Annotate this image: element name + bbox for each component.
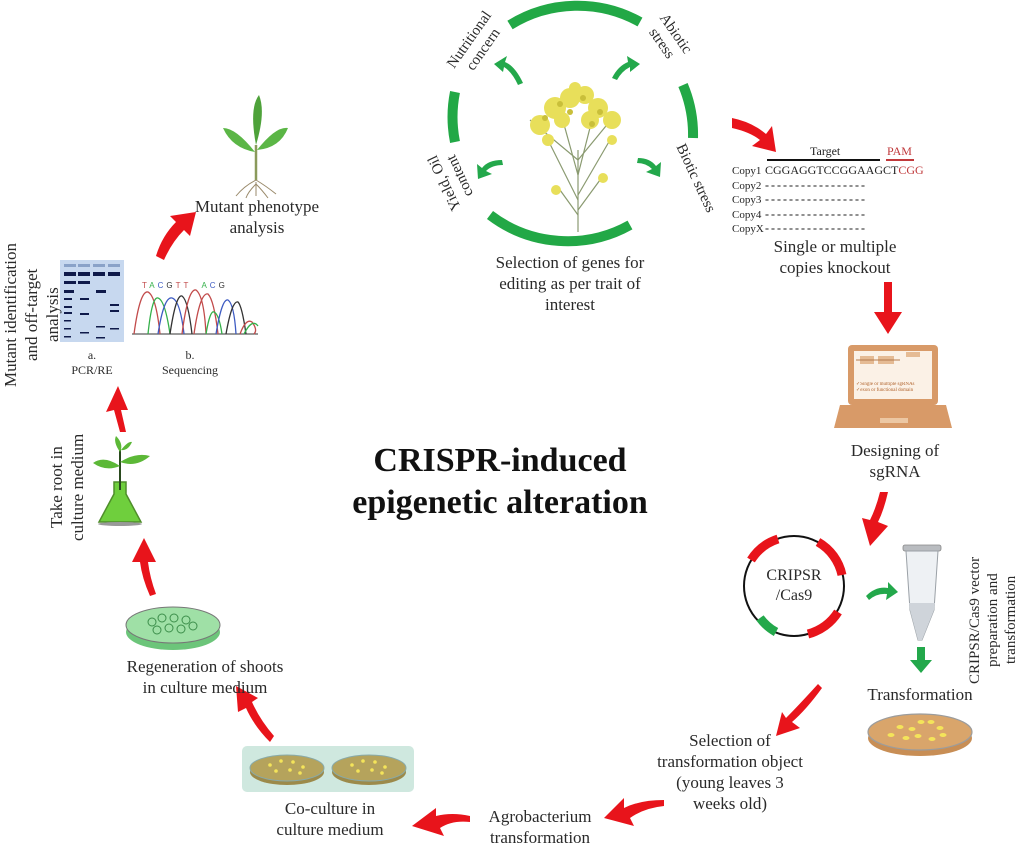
arrow-tube-to-transformation — [910, 647, 932, 673]
tube-icon — [902, 544, 942, 641]
title-line-2: epigenetic alteration — [352, 484, 648, 521]
ring-arc-bottom — [486, 211, 633, 247]
arrow-to-nutritional — [494, 56, 523, 85]
knockout-caption: Single or multiple copies knockout — [773, 237, 897, 277]
regeneration-dish — [125, 606, 221, 650]
transformation-dish — [867, 713, 973, 756]
copy-row: Copy3- - - - - - - - - - - - - - - - - — [732, 192, 865, 206]
flask-plantlet-icon — [93, 436, 150, 526]
arrow-to-abiotic — [612, 56, 640, 80]
gene-selection-caption: Selection of genes for editing as per tr… — [495, 253, 645, 314]
arrow-sgrna-to-vector — [862, 492, 888, 546]
copy-row: Copy2- - - - - - - - - - - - - - - - - — [732, 177, 865, 192]
arrow-plasmid-to-tube — [866, 582, 898, 600]
arrow-to-biotic — [637, 158, 661, 177]
coculture-dishes — [242, 746, 414, 792]
vector-side-label: CRIPSR/Cas9 vector preparation and trans… — [967, 556, 1019, 684]
arrow-genes-to-knockout — [732, 118, 776, 152]
take-root-caption: Take root in culture medium — [47, 433, 87, 541]
arrow-coculture-to-regeneration — [236, 686, 274, 742]
laptop-icon — [834, 345, 952, 428]
plasmid-label: CRIPSR /Cas9 — [766, 567, 822, 604]
plant-illustration — [529, 82, 621, 232]
copy-row: CopyX- - - - - - - - - - - - - - - - - — [732, 221, 865, 235]
arrow-agrobacterium-to-coculture — [412, 808, 470, 836]
agrobacterium-caption: Agrobacterium transformation — [488, 807, 592, 847]
arrow-to-yield — [477, 160, 503, 179]
seedling-icon — [223, 95, 288, 199]
selection-object-caption: Selection of transformation object (youn… — [657, 731, 803, 813]
gel-caption: a. PCR/RE — [71, 348, 113, 377]
target-label: Target — [810, 144, 841, 158]
chromatogram — [132, 289, 259, 335]
arrow-regeneration-to-takeroot — [132, 538, 156, 596]
copy-row: Copy4- - - - - - - - - - - - - - - - - — [732, 206, 865, 221]
sequencing-caption: b. Sequencing — [162, 348, 218, 377]
trait-ring — [447, 0, 699, 247]
pam-label: PAM — [887, 144, 912, 158]
laptop-screen-text: ✓Single or multiple sgRNAs ✓exon or func… — [856, 382, 915, 393]
arrow-selection-to-agrobacterium — [604, 798, 664, 826]
ring-arc-right — [678, 83, 699, 139]
ring-arc-left — [447, 91, 460, 143]
ring-arc-top — [507, 0, 643, 30]
phenotype-caption: Mutant phenotype analysis — [194, 197, 320, 237]
trait-arrows — [477, 56, 661, 179]
arrow-knockout-to-sgrna — [874, 282, 902, 334]
diagram-title: CRISPR-induced epigenetic alteration — [330, 440, 670, 524]
coculture-caption: Co-culture in culture medium — [276, 799, 384, 839]
regeneration-caption: Regeneration of shoots in culture medium — [126, 657, 284, 697]
sgrna-caption: Designing of sgRNA — [850, 441, 940, 481]
mutant-id-side-label: Mutant identification and off-target ana… — [1, 243, 62, 387]
plasmid-icon — [743, 534, 847, 639]
gel-image — [60, 260, 124, 342]
arrow-takeroot-to-mutantid — [106, 386, 128, 432]
transformation-label: Transformation — [867, 685, 973, 704]
title-line-1: CRISPR-induced — [373, 442, 627, 479]
arrow-transformation-to-selection — [776, 684, 822, 736]
process-arrows — [106, 118, 902, 836]
arrow-mutantid-to-phenotype — [156, 212, 196, 260]
